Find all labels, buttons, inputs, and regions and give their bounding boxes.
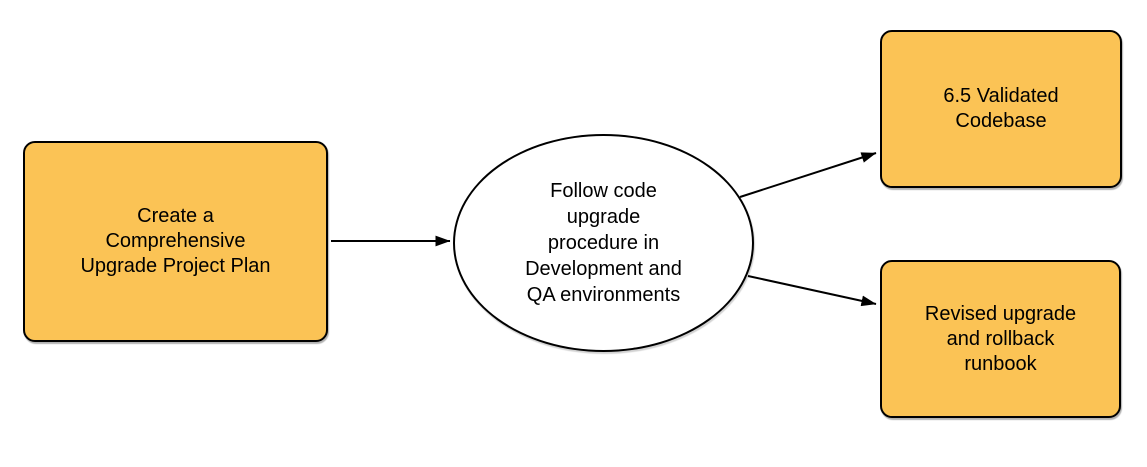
node-label: Create a Comprehensive Upgrade Project P… [80,205,271,277]
node-follow-code-upgrade-procedure: Follow code upgrade procedure in Develop… [453,134,754,352]
arrow-process-to-runbook [747,275,877,307]
arrow-process-to-codebase [739,152,877,198]
node-revised-upgrade-rollback-runbook: Revised upgrade and rollback runbook [880,260,1121,418]
node-validated-codebase: 6.5 Validated Codebase [880,30,1122,188]
node-create-upgrade-project-plan: Create a Comprehensive Upgrade Project P… [23,141,328,342]
node-label: Follow code upgrade procedure in Develop… [525,180,682,306]
node-label: 6.5 Validated Codebase [943,85,1059,132]
node-label: Revised upgrade and rollback runbook [924,302,1077,375]
